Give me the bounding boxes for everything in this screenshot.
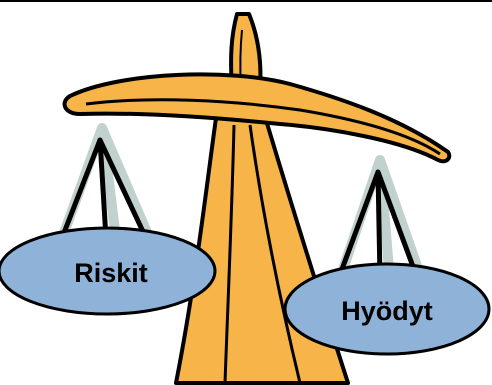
- left-pan-label: Riskit: [74, 258, 148, 288]
- cross-beam: [62, 72, 452, 164]
- left-pan: [0, 226, 217, 316]
- left-chains: [55, 123, 157, 249]
- cross-beam-inner-line: [85, 98, 441, 156]
- right-pan-label: Hyödyt: [341, 296, 433, 326]
- right-pan: [283, 262, 491, 356]
- post-inner-line: [223, 124, 236, 384]
- post-inner-line-2: [248, 124, 302, 384]
